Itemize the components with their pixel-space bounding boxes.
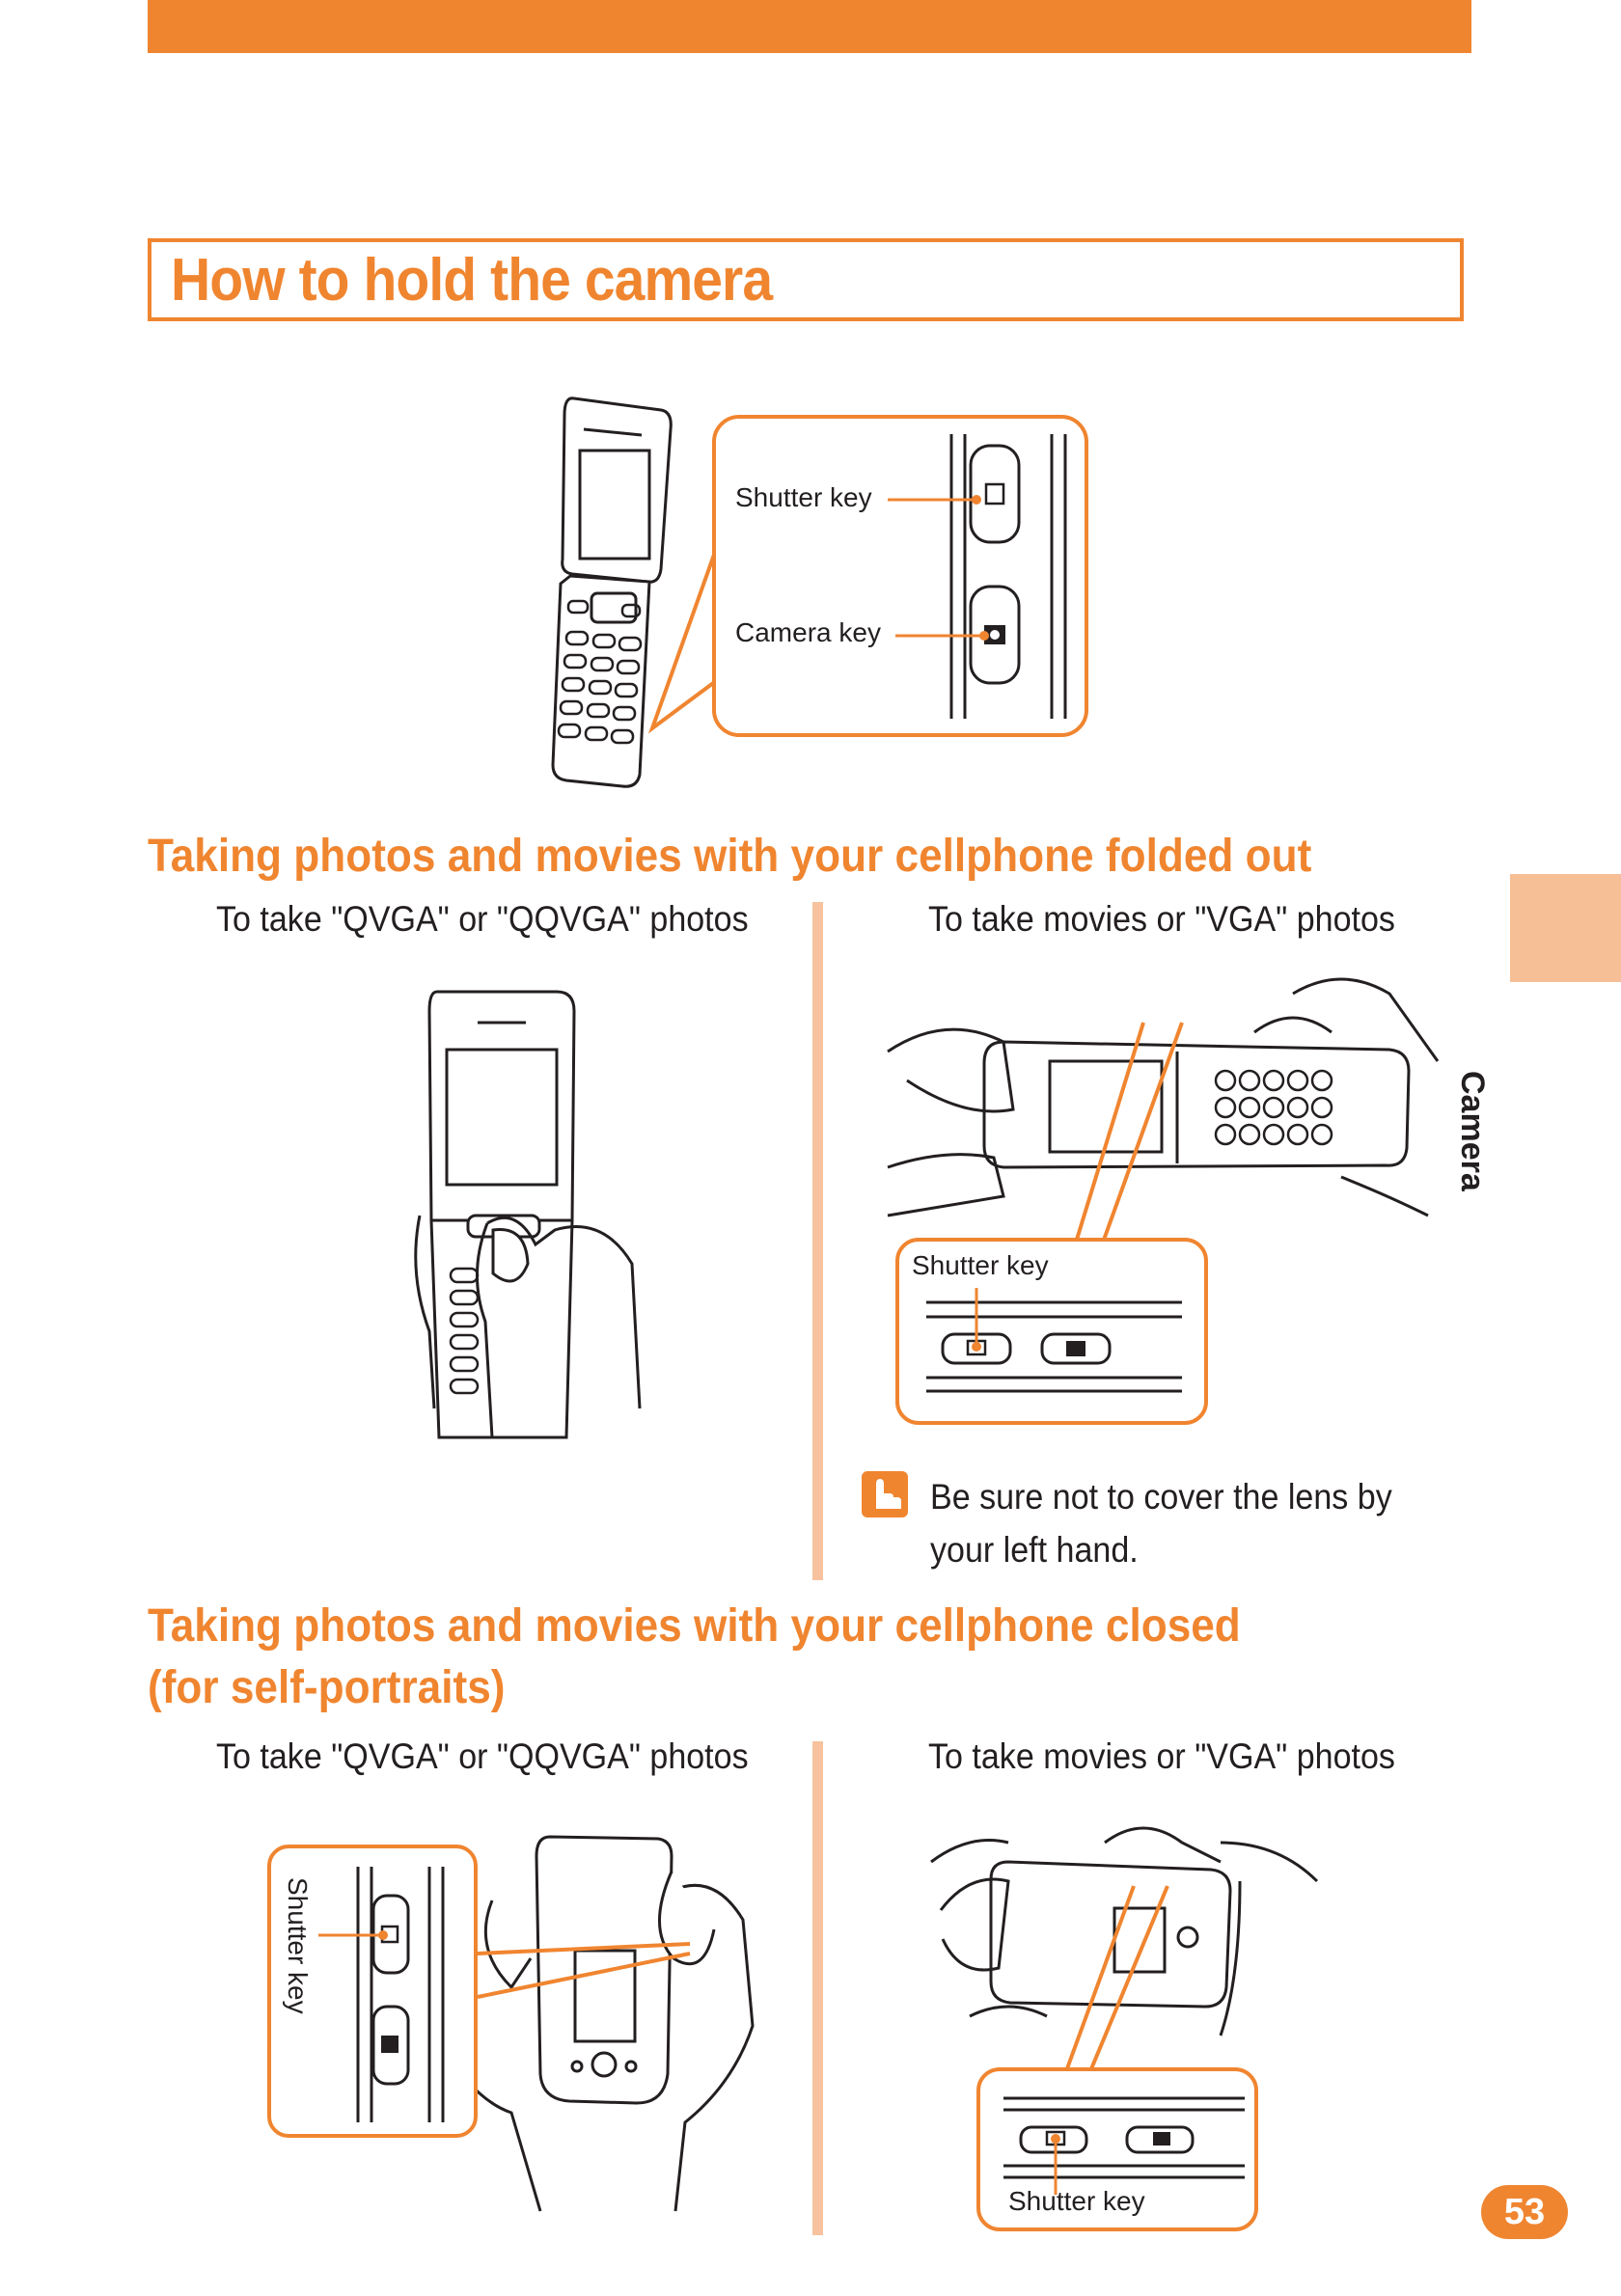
folded-right-caption: To take movies or "VGA" photos	[928, 899, 1395, 939]
closed-left-shutter-key-label: Shutter key	[283, 1877, 313, 2014]
section-folded-out-heading: Taking photos and movies with your cellp…	[148, 831, 1312, 882]
hands-holding-horizontal-phone-illustration	[887, 977, 1440, 1217]
closed-right-callout-box	[976, 1885, 1258, 2231]
hand-pointer-icon	[862, 1471, 908, 1517]
section-closed-heading-line1: Taking photos and movies with your cellp…	[148, 1600, 1241, 1652]
side-tab	[1510, 874, 1621, 982]
closed-right-caption: To take movies or "VGA" photos	[928, 1736, 1395, 1776]
side-tab-label-wrap: Camera	[1454, 1013, 1587, 1191]
column-divider	[812, 902, 823, 1580]
title-box: How to hold the camera	[148, 238, 1464, 321]
page-title: How to hold the camera	[171, 247, 773, 314]
closed-right-shutter-key-label: Shutter key	[1008, 2186, 1145, 2216]
closed-left-callout-box	[267, 1845, 691, 2138]
side-keys-callout-box	[647, 415, 1088, 737]
folded-shutter-key-label: Shutter key	[912, 1250, 1049, 1280]
note-text: Be sure not to cover the lens by your le…	[930, 1477, 1392, 1570]
hand-holding-open-phone-illustration	[414, 990, 642, 1439]
open-phone-illustration	[551, 396, 673, 788]
column-divider-2	[812, 1741, 823, 2235]
folded-left-caption: To take "QVGA" or "QQVGA" photos	[216, 899, 749, 939]
hands-holding-closed-phone-illustration	[930, 1826, 1319, 2036]
shutter-key-label: Shutter key	[735, 482, 872, 512]
camera-key-label: Camera key	[735, 617, 881, 647]
section-closed-heading-line2: (for self-portraits)	[148, 1662, 506, 1713]
closed-left-callout-label-wrap: Shutter key	[270, 1877, 328, 2041]
header-bar	[148, 0, 1471, 53]
page-number: 53	[1481, 2185, 1568, 2239]
folded-shutter-key-callout-box	[895, 1022, 1208, 1425]
closed-left-caption: To take "QVGA" or "QQVGA" photos	[216, 1736, 749, 1776]
side-tab-label: Camera	[1454, 1071, 1491, 1191]
